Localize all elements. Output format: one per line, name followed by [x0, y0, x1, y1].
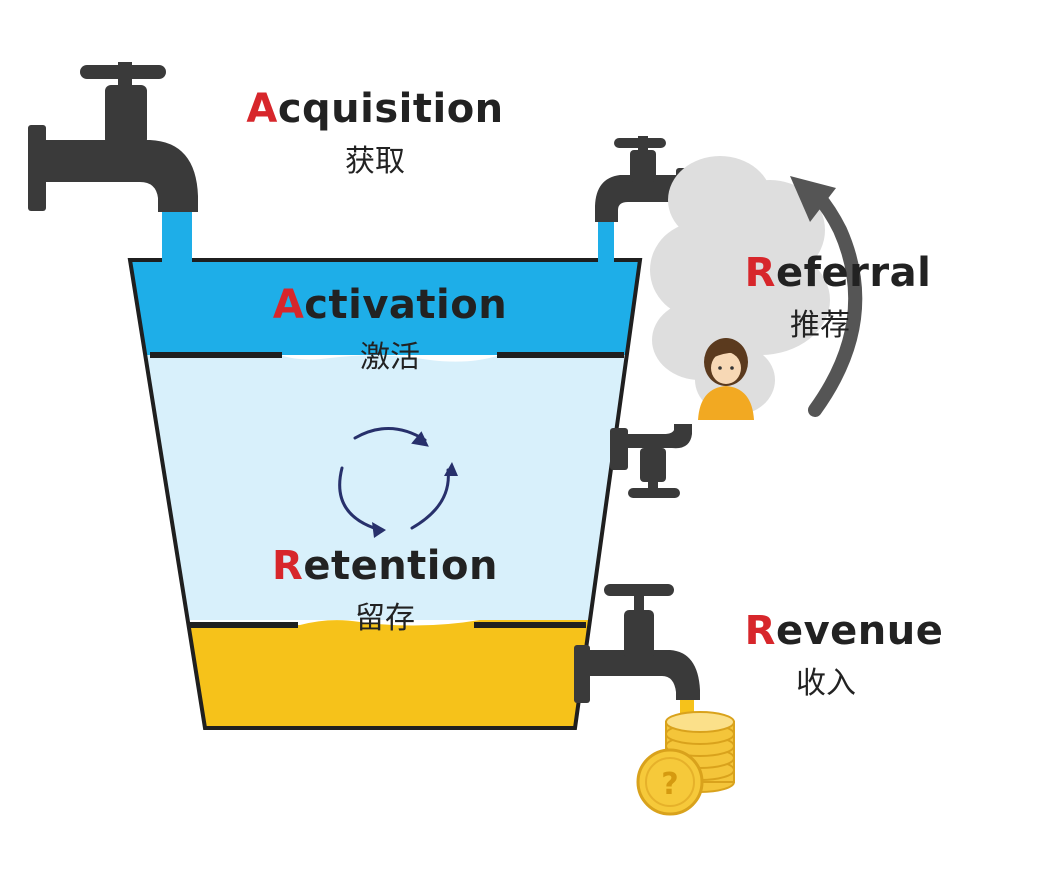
acquisition-label: Acquisition 获取	[225, 86, 525, 180]
activation-rest: ctivation	[304, 282, 508, 328]
bucket	[127, 258, 643, 730]
revenue-initial: R	[744, 608, 776, 654]
svg-text:?: ?	[661, 767, 678, 802]
curved-arrow-icon	[790, 176, 863, 417]
revenue-faucet-icon	[574, 584, 700, 722]
referral-chinese: 推荐	[790, 308, 850, 343]
acquisition-water-stream	[162, 205, 192, 263]
referral-label: Referral 推荐	[718, 250, 958, 344]
revenue-rest: evenue	[775, 608, 944, 654]
person-icon	[698, 338, 754, 420]
coins-icon: ?	[636, 711, 735, 816]
side-faucet-icon	[610, 424, 692, 498]
referral-initial: R	[744, 250, 776, 296]
cycle-arrows-icon	[338, 427, 458, 538]
activation-chinese: 激活	[360, 340, 420, 375]
activation-label: Activation 激活	[240, 282, 540, 376]
retention-water-layer	[130, 355, 640, 620]
activation-water-layer	[130, 260, 640, 355]
retention-chinese: 留存	[355, 601, 415, 636]
acquisition-rest: cquisition	[277, 86, 504, 132]
retention-label: Retention 留存	[235, 543, 535, 637]
revenue-label: Revenue 收入	[724, 608, 964, 702]
retention-initial: R	[272, 543, 304, 589]
referral-water-stream	[598, 218, 614, 264]
acquisition-initial: A	[246, 86, 278, 132]
referral-rest: eferral	[775, 250, 932, 296]
revenue-chinese: 收入	[796, 666, 856, 701]
faucet-icon	[28, 62, 198, 263]
acquisition-chinese: 获取	[345, 144, 405, 179]
cloud-icon	[650, 156, 830, 415]
retention-rest: etention	[303, 543, 498, 589]
activation-initial: A	[272, 282, 305, 328]
revenue-gold-layer	[130, 620, 640, 728]
bucket-outline	[127, 258, 643, 730]
